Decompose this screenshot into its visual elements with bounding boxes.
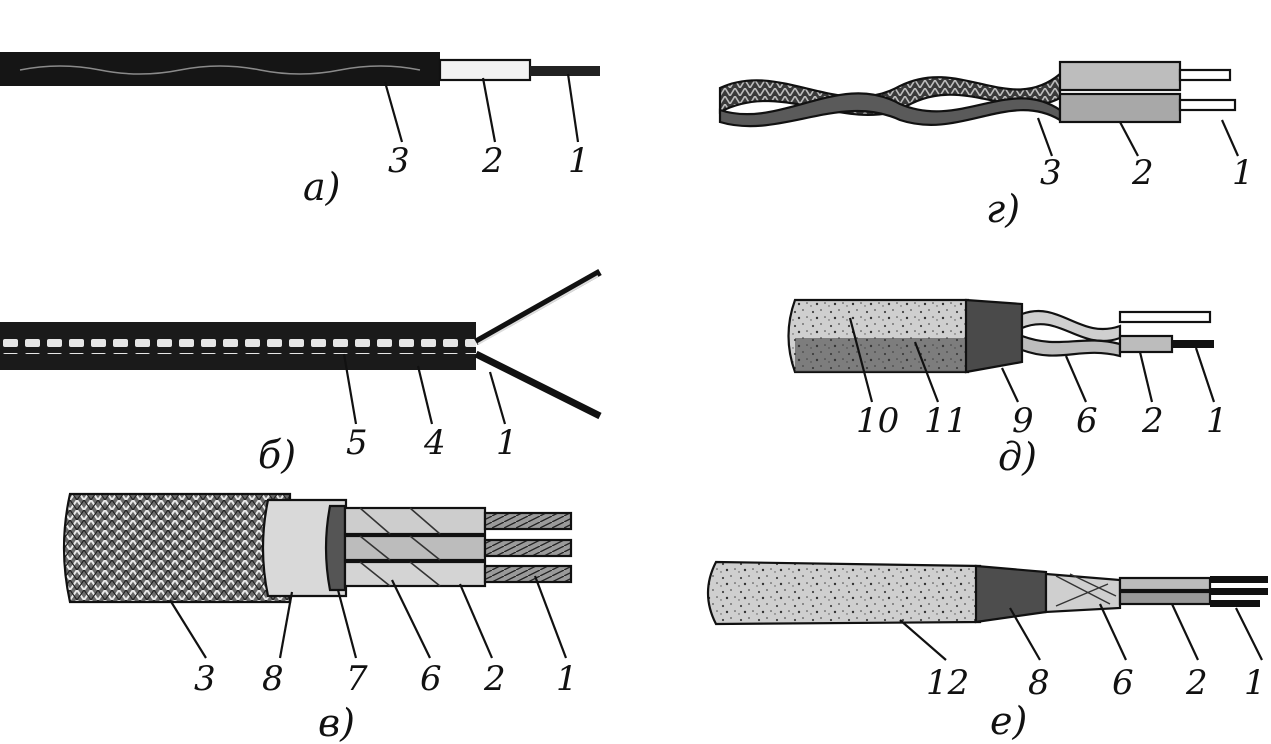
label-g-2: 2 bbox=[1131, 153, 1154, 193]
conductor-v-1 bbox=[483, 511, 573, 531]
panel-a-cable bbox=[0, 52, 600, 143]
conductor-g-upper bbox=[1178, 68, 1232, 82]
conductor-b-lower bbox=[474, 350, 602, 420]
conductor-v-3 bbox=[483, 564, 573, 584]
label-e-6: 6 bbox=[1112, 663, 1134, 703]
wrap-v bbox=[324, 504, 347, 592]
label-v-7: 7 bbox=[346, 659, 368, 699]
outer-sheath-a bbox=[0, 52, 440, 86]
panel-e-cable bbox=[706, 560, 1268, 661]
panel-v-cable bbox=[62, 492, 573, 659]
core-d-upper bbox=[1020, 309, 1122, 343]
label-b-4: 4 bbox=[423, 423, 446, 463]
conductor-v-2 bbox=[483, 538, 573, 558]
label-v-8: 8 bbox=[262, 659, 284, 699]
caption-g: г) bbox=[986, 187, 1020, 231]
sheath-v bbox=[261, 498, 348, 598]
label-d-10: 10 bbox=[856, 401, 899, 441]
caption-e: е) bbox=[990, 699, 1027, 743]
label-b-5: 5 bbox=[346, 423, 368, 463]
label-a-1: 1 bbox=[568, 141, 590, 181]
insulation-e-2 bbox=[1118, 590, 1212, 606]
insulation-a bbox=[438, 58, 532, 82]
panel-g-cable bbox=[718, 60, 1240, 157]
label-d-11: 11 bbox=[924, 401, 967, 441]
label-v-1: 1 bbox=[556, 659, 578, 699]
conductor-d-lower bbox=[1172, 340, 1214, 348]
caption-d: д) bbox=[998, 435, 1037, 479]
caption-a: а) bbox=[303, 165, 340, 209]
label-e-2: 2 bbox=[1185, 663, 1208, 703]
caption-b: б) bbox=[258, 433, 296, 477]
label-d-6: 6 bbox=[1076, 401, 1098, 441]
label-v-6: 6 bbox=[420, 659, 442, 699]
label-a-3: 3 bbox=[388, 141, 410, 181]
label-d-1: 1 bbox=[1206, 401, 1228, 441]
label-v-2: 2 bbox=[483, 659, 506, 699]
bead-insulation-b bbox=[0, 338, 476, 354]
conductor-a bbox=[530, 66, 600, 76]
insulation-g-lower bbox=[1058, 92, 1182, 124]
label-a-2: 2 bbox=[481, 141, 504, 181]
conductor-b-upper bbox=[474, 268, 602, 346]
outer-jacket-e bbox=[706, 560, 982, 626]
filler-d bbox=[795, 338, 968, 372]
braid-shield-v bbox=[62, 492, 292, 604]
insulation-e-1 bbox=[1118, 576, 1212, 592]
conductor-e-2 bbox=[1210, 588, 1268, 595]
label-g-3: 3 bbox=[1040, 153, 1062, 193]
core-d-lower bbox=[1020, 334, 1122, 358]
conductor-g-lower bbox=[1178, 98, 1237, 112]
label-e-12: 12 bbox=[926, 663, 969, 703]
screen-d bbox=[964, 298, 1024, 374]
panel-b-cable bbox=[0, 268, 602, 425]
insulation-g-upper bbox=[1058, 60, 1182, 92]
label-b-1: 1 bbox=[496, 423, 518, 463]
panel-d-cable bbox=[787, 298, 1216, 403]
conductor-e-3 bbox=[1210, 600, 1260, 607]
label-d-9: 9 bbox=[1012, 401, 1034, 441]
label-g-1: 1 bbox=[1232, 153, 1254, 193]
screen-e bbox=[974, 564, 1048, 624]
label-d-2: 2 bbox=[1141, 401, 1164, 441]
conductor-d-upper bbox=[1118, 310, 1212, 324]
label-v-3: 3 bbox=[194, 659, 216, 699]
conductor-e-1 bbox=[1210, 576, 1268, 583]
label-e-8: 8 bbox=[1028, 663, 1050, 703]
label-e-1: 1 bbox=[1244, 663, 1266, 703]
caption-v: в) bbox=[318, 701, 355, 744]
